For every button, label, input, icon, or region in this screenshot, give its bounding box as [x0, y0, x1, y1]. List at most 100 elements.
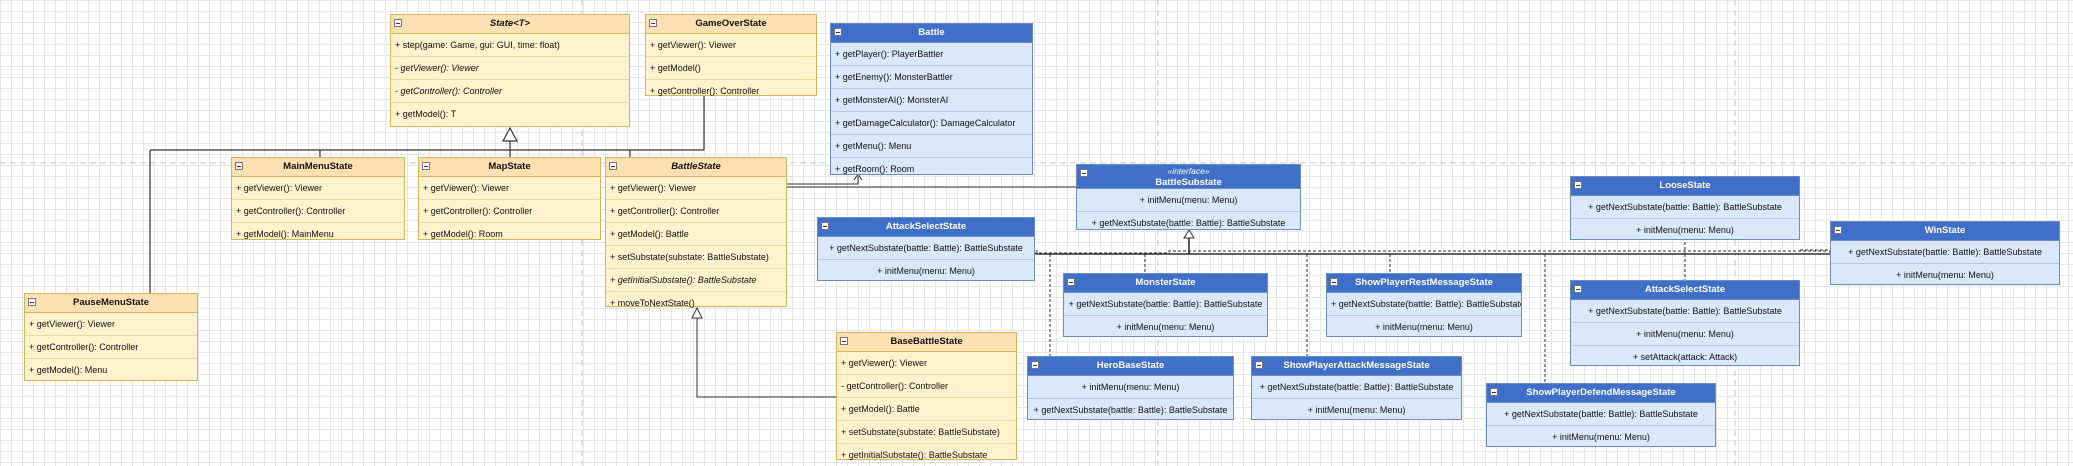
class-header: Battle [831, 24, 1032, 43]
collapse-toggle-icon[interactable] [1330, 278, 1338, 286]
collapse-toggle-icon[interactable] [422, 162, 430, 170]
interface-battle-substate[interactable]: «interface»BattleSubstate + initMenu(men… [1076, 164, 1301, 230]
member: + getViewer(): Viewer [837, 352, 1016, 375]
member: + step(game: Game, gui: GUI, time: float… [391, 34, 629, 57]
member: + getController(): Controller [650, 86, 760, 96]
member: + getNextSubstate(battle: Battle): Battl… [1571, 196, 1799, 219]
class-state[interactable]: State<T> + step(game: Game, gui: GUI, ti… [390, 14, 630, 127]
member: + getModel(): Battle [606, 223, 786, 246]
member: + initMenu(menu: Menu) [1307, 405, 1406, 415]
member: + getModel(): Menu [29, 365, 108, 375]
member: + initMenu(menu: Menu) [1552, 432, 1650, 442]
member: + initMenu(menu: Menu) [1077, 189, 1300, 212]
member: + getNextSubstate(battle: Battle): Battl… [1064, 293, 1267, 316]
class-show-player-rest-message-state[interactable]: ShowPlayerRestMessageState + getNextSubs… [1326, 273, 1522, 337]
member: + getViewer(): Viewer [646, 34, 816, 57]
class-header: AttackSelectState [1571, 281, 1799, 300]
member: + initMenu(menu: Menu) [1896, 270, 1994, 280]
member: + getNextSubstate(battle: Battle): Battl… [818, 237, 1034, 260]
member: + initMenu(menu: Menu) [1375, 322, 1473, 332]
member: + getController(): Controller [25, 336, 197, 359]
generalization-arrowhead [501, 126, 519, 142]
collapse-toggle-icon[interactable] [1834, 226, 1842, 234]
member: + getModel(): T [395, 109, 457, 119]
member: + getNextSubstate(battle: Battle): Battl… [1033, 405, 1228, 415]
collapse-toggle-icon[interactable] [609, 162, 617, 170]
class-header: GameOverState [646, 15, 816, 34]
member: + getController(): Controller [419, 200, 600, 223]
member: + getNextSubstate(battle: Battle): Battl… [1831, 241, 2059, 264]
member: + getRoom(): Room [835, 164, 915, 174]
member: + setAttack(attack: Attack) [1632, 352, 1738, 362]
member: + initMenu(menu: Menu) [1571, 323, 1799, 346]
class-attack-select-state-2[interactable]: AttackSelectState + getNextSubstate(batt… [1570, 280, 1800, 366]
member: + initMenu(menu: Menu) [1636, 225, 1734, 235]
collapse-toggle-icon[interactable] [28, 298, 36, 306]
member: + getViewer(): Viewer [419, 177, 600, 200]
collapse-toggle-icon[interactable] [394, 19, 402, 27]
member: + getNextSubstate(battle: Battle): Battl… [1571, 300, 1799, 323]
base-battle-generalization [696, 316, 836, 398]
collapse-toggle-icon[interactable] [1067, 278, 1075, 286]
class-header: MonsterState [1064, 274, 1267, 293]
class-header: BattleState [606, 158, 786, 177]
class-game-over-state[interactable]: GameOverState + getViewer(): Viewer + ge… [645, 14, 817, 96]
class-header: BaseBattleState [837, 333, 1016, 352]
class-base-battle-state[interactable]: BaseBattleState + getViewer(): Viewer - … [836, 332, 1017, 460]
class-header: ShowPlayerAttackMessageState [1252, 357, 1461, 376]
class-hero-base-state[interactable]: HeroBaseState + initMenu(menu: Menu) + g… [1027, 356, 1234, 420]
member: + initMenu(menu: Menu) [1116, 322, 1215, 332]
class-win-state[interactable]: WinState + getNextSubstate(battle: Battl… [1830, 221, 2060, 285]
member: + getMenu(): Menu [831, 135, 1032, 158]
member: + getMonsterAI(): MonsterAI [831, 89, 1032, 112]
member: + getModel() [646, 57, 816, 80]
class-attack-select-state[interactable]: AttackSelectState + getNextSubstate(batt… [817, 217, 1035, 281]
member: + getViewer(): Viewer [25, 313, 197, 336]
class-map-state[interactable]: MapState + getViewer(): Viewer + getCont… [418, 157, 601, 240]
class-header: HeroBaseState [1028, 357, 1233, 376]
class-header: «interface»BattleSubstate [1077, 165, 1300, 189]
class-monster-state[interactable]: MonsterState + getNextSubstate(battle: B… [1063, 273, 1268, 337]
collapse-toggle-icon[interactable] [1574, 181, 1582, 189]
member: + getController(): Controller [232, 200, 404, 223]
member: + getDamageCalculator(): DamageCalculato… [831, 112, 1032, 135]
collapse-toggle-icon[interactable] [649, 19, 657, 27]
class-show-player-defend-message-state[interactable]: ShowPlayerDefendMessageState + getNextSu… [1486, 383, 1716, 447]
class-battle-state[interactable]: BattleState + getViewer(): Viewer + getC… [605, 157, 787, 308]
collapse-toggle-icon[interactable] [840, 337, 848, 345]
collapse-toggle-icon[interactable] [834, 28, 842, 36]
class-header: MainMenuState [232, 158, 404, 177]
member: - getViewer(): Viewer [391, 57, 629, 80]
collapse-toggle-icon[interactable] [1255, 361, 1263, 369]
class-pause-menu-state[interactable]: PauseMenuState + getViewer(): Viewer + g… [24, 293, 198, 381]
member: + getModel(): Battle [837, 398, 1016, 421]
class-show-player-attack-message-state[interactable]: ShowPlayerAttackMessageState + getNextSu… [1251, 356, 1462, 420]
member: + setSubstate(substate: BattleSubstate) [606, 246, 786, 269]
member: + initMenu(menu: Menu) [877, 266, 975, 276]
member: + getNextSubstate(battle: Battle): Battl… [1487, 403, 1715, 426]
collapse-toggle-icon[interactable] [1490, 388, 1498, 396]
member: + setSubstate(substate: BattleSubstate) [837, 421, 1016, 444]
class-header: LooseState [1571, 177, 1799, 196]
collapse-toggle-icon[interactable] [821, 222, 829, 230]
battle-association [787, 176, 859, 185]
class-header: MapState [419, 158, 600, 177]
member: + getNextSubstate(battle: Battle): Battl… [1327, 293, 1521, 316]
class-main-menu-state[interactable]: MainMenuState + getViewer(): Viewer + ge… [231, 157, 405, 240]
member: - getController(): Controller [391, 80, 629, 103]
class-header: ShowPlayerRestMessageState [1327, 274, 1521, 293]
member: + getEnemy(): MonsterBattler [831, 66, 1032, 89]
member: + initMenu(menu: Menu) [1028, 376, 1233, 399]
collapse-toggle-icon[interactable] [1574, 285, 1582, 293]
collapse-toggle-icon[interactable] [1031, 361, 1039, 369]
member: + getInitialSubstate(): BattleSubstate [606, 269, 786, 292]
class-battle[interactable]: Battle + getPlayer(): PlayerBattler + ge… [830, 23, 1033, 175]
class-header: AttackSelectState [818, 218, 1034, 237]
member: + getViewer(): Viewer [606, 177, 786, 200]
collapse-toggle-icon[interactable] [235, 162, 243, 170]
class-loose-state[interactable]: LooseState + getNextSubstate(battle: Bat… [1570, 176, 1800, 240]
collapse-toggle-icon[interactable] [1080, 169, 1088, 177]
class-header: PauseMenuState [25, 294, 197, 313]
member: + getController(): Controller [606, 200, 786, 223]
member: + getModel(): MainMenu [236, 229, 334, 239]
